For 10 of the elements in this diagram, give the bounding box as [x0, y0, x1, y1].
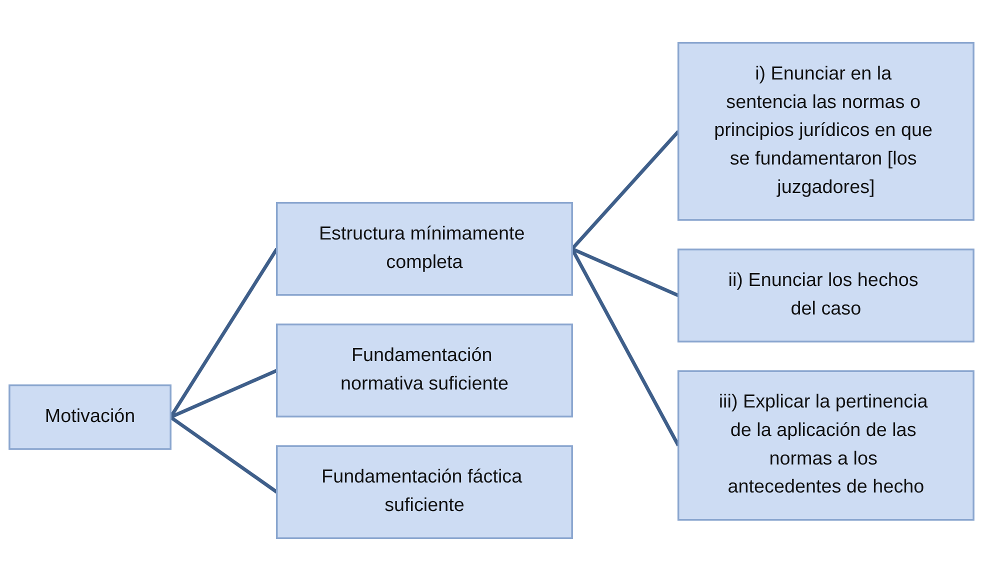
node-box: Estructura mínimamente completa: [276, 202, 573, 296]
connector: [570, 130, 680, 250]
node-box: i) Enunciar en la sentencia las normas o principios jurídicos en que se fundamentaron [los juzgadores]: [677, 42, 974, 221]
node-box: iii) Explicar la pertinencia de la aplicación de las normas a los antecedentes de hecho: [677, 370, 974, 521]
node-box: Fundamentación normativa suficiente: [276, 324, 573, 418]
node-box: Motivación: [8, 384, 172, 450]
node-box: ii) Enunciar los hechos del caso: [677, 248, 974, 342]
connector: [571, 247, 680, 298]
connector: [170, 416, 278, 494]
node-box: Fundamentación fáctica suficiente: [276, 445, 573, 540]
